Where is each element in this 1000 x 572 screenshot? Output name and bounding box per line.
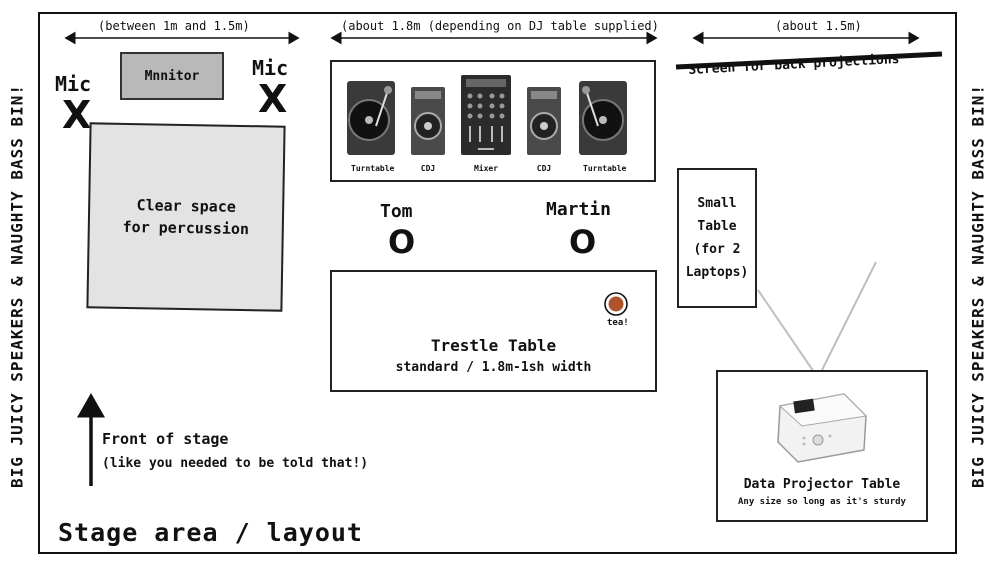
side-text-left: BIG JUICY SPEAKERS & NAUGHTY BASS BIN! — [7, 83, 27, 489]
projector-icon — [777, 393, 868, 463]
small-table: Small Table (for 2 Laptops) — [677, 168, 757, 308]
person-tom-marker: O — [388, 223, 416, 261]
small-table-line4: Laptops) — [685, 265, 749, 280]
cdj-icon — [527, 87, 561, 155]
projector-table-title: Data Projector Table — [743, 477, 901, 492]
small-table-line3: (for 2 — [693, 242, 741, 257]
percussion-line1: Clear space — [136, 196, 237, 216]
front-of-stage-subtitle: (like you needed to be told that!) — [102, 456, 369, 471]
trestle-table-subtitle: standard / 1.8m-1sh width — [395, 360, 592, 375]
trestle-table-title: Trestle Table — [430, 336, 557, 355]
small-table-line2: Table — [697, 219, 737, 234]
dj-item-label-3: Mixer — [473, 164, 499, 173]
projector-table: Data Projector Table Any size so long as… — [716, 370, 928, 522]
dim-label-left: (between 1m and 1.5m) — [98, 19, 250, 33]
front-of-stage-title: Front of stage — [102, 430, 229, 448]
mic-right-x: X — [258, 77, 288, 121]
dim-label-right: (about 1.5m) — [775, 19, 862, 33]
stage-area — [38, 12, 957, 554]
mic-left-x: X — [62, 93, 92, 137]
percussion-area: Clear space for percussion — [86, 122, 286, 312]
dj-item-label-5: Turntable — [583, 164, 627, 173]
projector-table-subtitle: Any size so long as it's sturdy — [738, 497, 906, 507]
dj-table: Turntable CDJ Mixer CDJ Turntable — [330, 60, 656, 182]
person-martin-name: Martin — [546, 199, 612, 220]
monitor-label: Mnnitor — [144, 68, 200, 84]
monitor-box: Mnnitor — [120, 52, 224, 100]
cdj-icon — [411, 87, 445, 155]
dj-item-label-4: CDJ — [536, 164, 552, 173]
dj-item-label-1: Turntable — [351, 164, 395, 173]
percussion-line2: for percussion — [122, 217, 250, 239]
trestle-table: tea! Trestle Table standard / 1.8m-1sh w… — [330, 270, 657, 392]
mic-left-label: Mic — [55, 72, 92, 96]
tea-label: tea! — [607, 318, 629, 328]
person-tom-name: Tom — [380, 201, 413, 222]
tea-mug-icon — [604, 292, 628, 316]
stage-title: Stage area / layout — [58, 518, 363, 547]
turntable-icon — [579, 81, 627, 155]
turntable-icon — [347, 81, 395, 155]
small-table-line1: Small — [697, 196, 737, 211]
dj-item-label-2: CDJ — [420, 164, 436, 173]
dim-label-center: (about 1.8m (depending on DJ table suppl… — [341, 19, 659, 33]
side-text-right: BIG JUICY SPEAKERS & NAUGHTY BASS BIN! — [968, 83, 988, 489]
person-martin-marker: O — [569, 223, 597, 261]
mic-right-label: Mic — [252, 56, 289, 80]
mixer-icon — [461, 75, 511, 155]
